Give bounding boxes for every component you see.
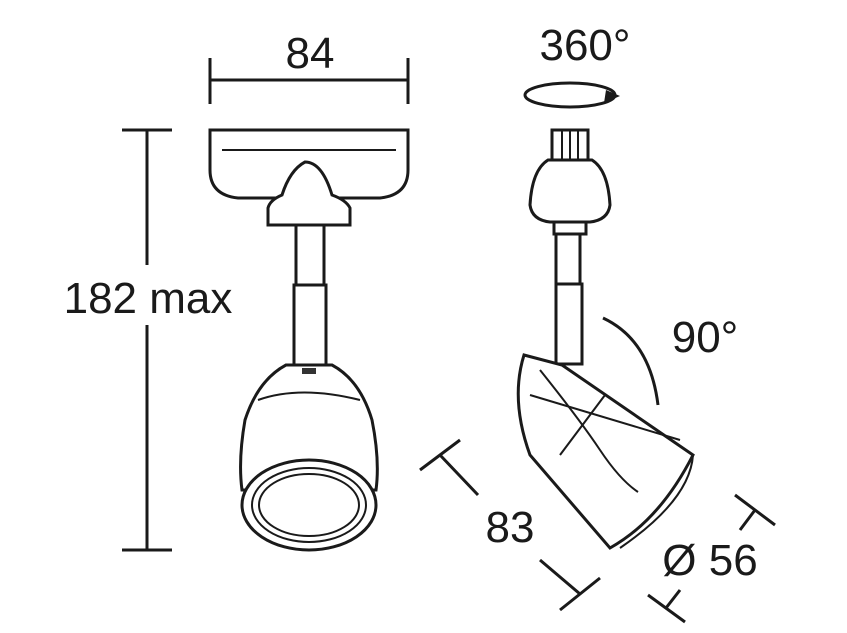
height-dimension: 182 max bbox=[40, 128, 255, 552]
diameter-dimension: Ø 56 bbox=[647, 493, 776, 624]
side-view-spotlight bbox=[516, 128, 695, 550]
length-dimension: 83 bbox=[419, 438, 601, 612]
front-view-spotlight bbox=[208, 128, 410, 552]
rotation-indicator: 360° bbox=[523, 21, 631, 109]
length-label: 83 bbox=[486, 503, 535, 552]
height-label: 182 max bbox=[64, 274, 233, 323]
width-dimension: 84 bbox=[208, 29, 410, 104]
width-label: 84 bbox=[286, 29, 335, 78]
diameter-label: Ø 56 bbox=[662, 536, 757, 585]
tilt-label: 90° bbox=[672, 313, 739, 362]
rotation-label: 360° bbox=[539, 21, 630, 70]
tilt-indicator: 90° bbox=[602, 313, 739, 406]
